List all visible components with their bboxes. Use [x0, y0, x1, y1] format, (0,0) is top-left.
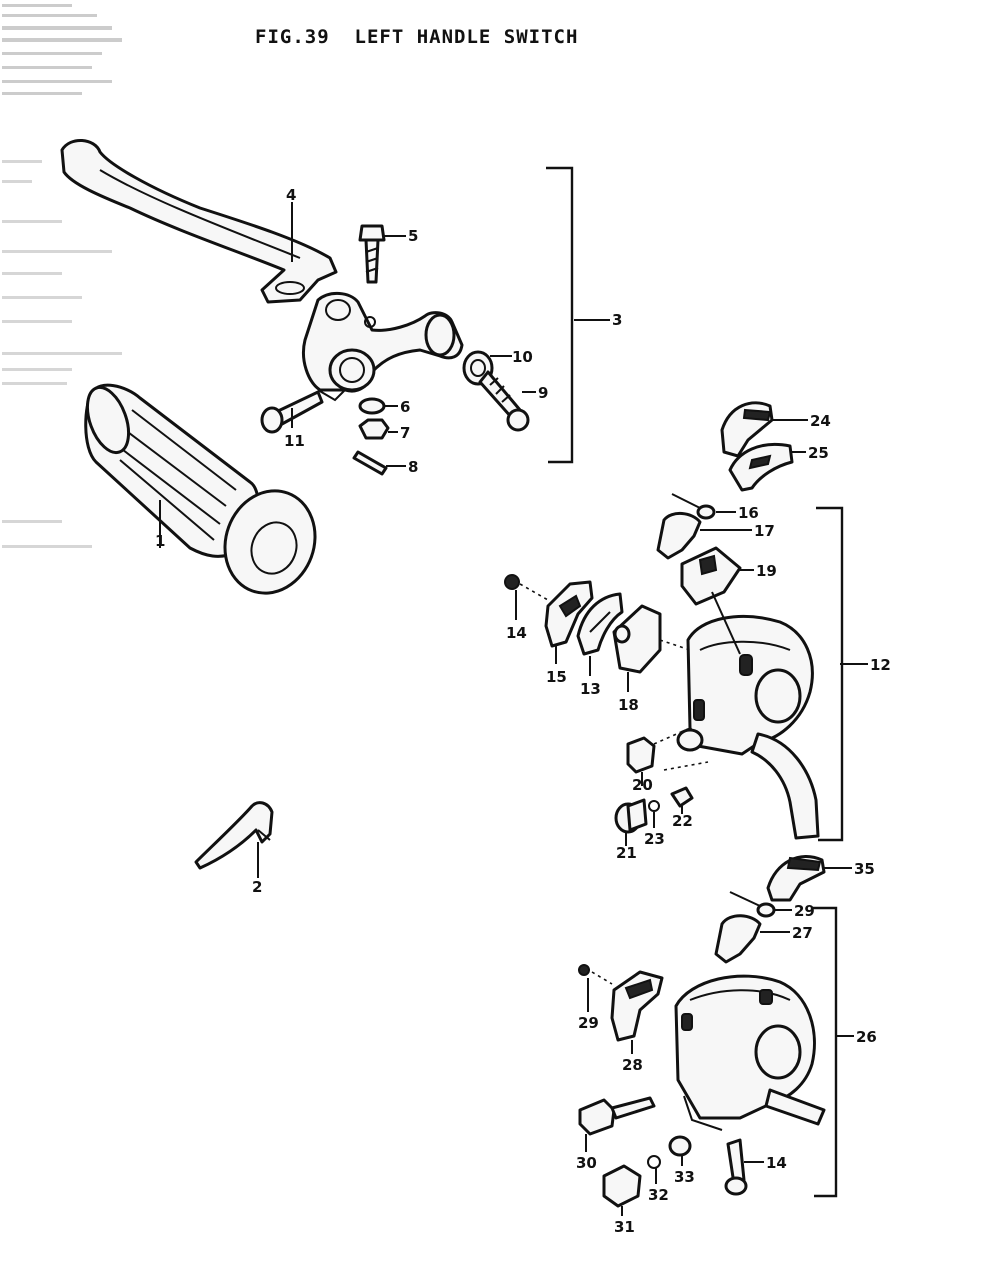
screw-29 — [729, 891, 776, 918]
callout-16: 16 — [738, 504, 759, 522]
callout-29-left: 29 — [578, 1014, 599, 1032]
contact-plate-13 — [576, 592, 624, 656]
callout-17: 17 — [754, 522, 775, 540]
callout-26: 26 — [856, 1028, 877, 1046]
button-20 — [626, 727, 691, 774]
cable-2 — [194, 801, 274, 870]
callout-32: 32 — [648, 1186, 669, 1204]
callout-labels: 4 5 3 10 9 6 7 8 11 1 2 24 25 16 17 19 1… — [155, 186, 891, 1236]
callout-12: 12 — [870, 656, 891, 674]
callout-10: 10 — [512, 348, 533, 366]
knob-17 — [656, 512, 702, 560]
callout-2: 2 — [252, 878, 262, 896]
callout-7: 7 — [400, 424, 410, 442]
switch-housing-26 — [674, 974, 826, 1131]
scan-noise — [2, 4, 122, 548]
callout-14-lower: 14 — [766, 1154, 787, 1172]
switch-lever-15 — [544, 580, 594, 648]
callout-30: 30 — [576, 1154, 597, 1172]
callout-5: 5 — [408, 227, 418, 245]
switch-housing-12 — [676, 615, 820, 840]
callout-3: 3 — [612, 311, 622, 329]
switch-cover-25 — [728, 443, 794, 492]
screw-14 — [504, 574, 549, 601]
button-31 — [602, 1164, 642, 1208]
callout-11: 11 — [284, 432, 305, 450]
callout-31: 31 — [614, 1218, 635, 1236]
callout-13: 13 — [580, 680, 601, 698]
callout-25: 25 — [808, 444, 829, 462]
callout-6: 6 — [400, 398, 410, 416]
bracket-12 — [816, 506, 844, 842]
callout-29: 29 — [794, 902, 815, 920]
figure-title: FIG.39 LEFT HANDLE SWITCH — [255, 26, 579, 48]
switch-knob-35 — [766, 855, 826, 902]
lever-holder — [302, 292, 464, 402]
bolt-5 — [358, 224, 386, 284]
pin-8 — [352, 450, 388, 476]
spring-23 — [648, 800, 660, 812]
washer-6 — [358, 397, 386, 415]
clutch-lever — [60, 139, 338, 304]
handlebar-grip — [84, 383, 317, 595]
switch-30 — [578, 1096, 656, 1136]
spring-32 — [647, 1155, 661, 1169]
callout-27: 27 — [792, 924, 813, 942]
switch-base-18 — [612, 604, 691, 674]
callout-18: 18 — [618, 696, 639, 714]
switch-knob-24 — [720, 401, 774, 458]
knob-27 — [714, 914, 762, 964]
screw-29-left — [578, 964, 613, 985]
bolt-11 — [260, 390, 324, 434]
screw-22 — [663, 761, 709, 808]
callout-1: 1 — [155, 532, 165, 550]
callout-33: 33 — [674, 1168, 695, 1186]
callout-20: 20 — [632, 776, 653, 794]
callout-28: 28 — [622, 1056, 643, 1074]
callout-14: 14 — [506, 624, 527, 642]
callout-23: 23 — [644, 830, 665, 848]
callout-35: 35 — [854, 860, 875, 878]
bracket-26 — [812, 906, 838, 1198]
callout-9: 9 — [538, 384, 548, 402]
cover-19 — [680, 546, 742, 655]
callout-22: 22 — [672, 812, 693, 830]
screw-14-lower — [724, 1138, 748, 1196]
bracket-3 — [546, 166, 574, 464]
callout-8: 8 — [408, 458, 418, 476]
callout-19: 19 — [756, 562, 777, 580]
nut-33 — [668, 1135, 692, 1157]
switch-lever-28 — [610, 970, 664, 1042]
callout-4: 4 — [286, 186, 296, 204]
nut-7 — [358, 418, 390, 440]
callout-21: 21 — [616, 844, 637, 862]
screw-16 — [671, 493, 716, 520]
button-21 — [614, 798, 648, 834]
callout-15: 15 — [546, 668, 567, 686]
leader-lines — [159, 202, 868, 1216]
bolt-9 — [478, 370, 530, 432]
callout-24: 24 — [810, 412, 831, 430]
